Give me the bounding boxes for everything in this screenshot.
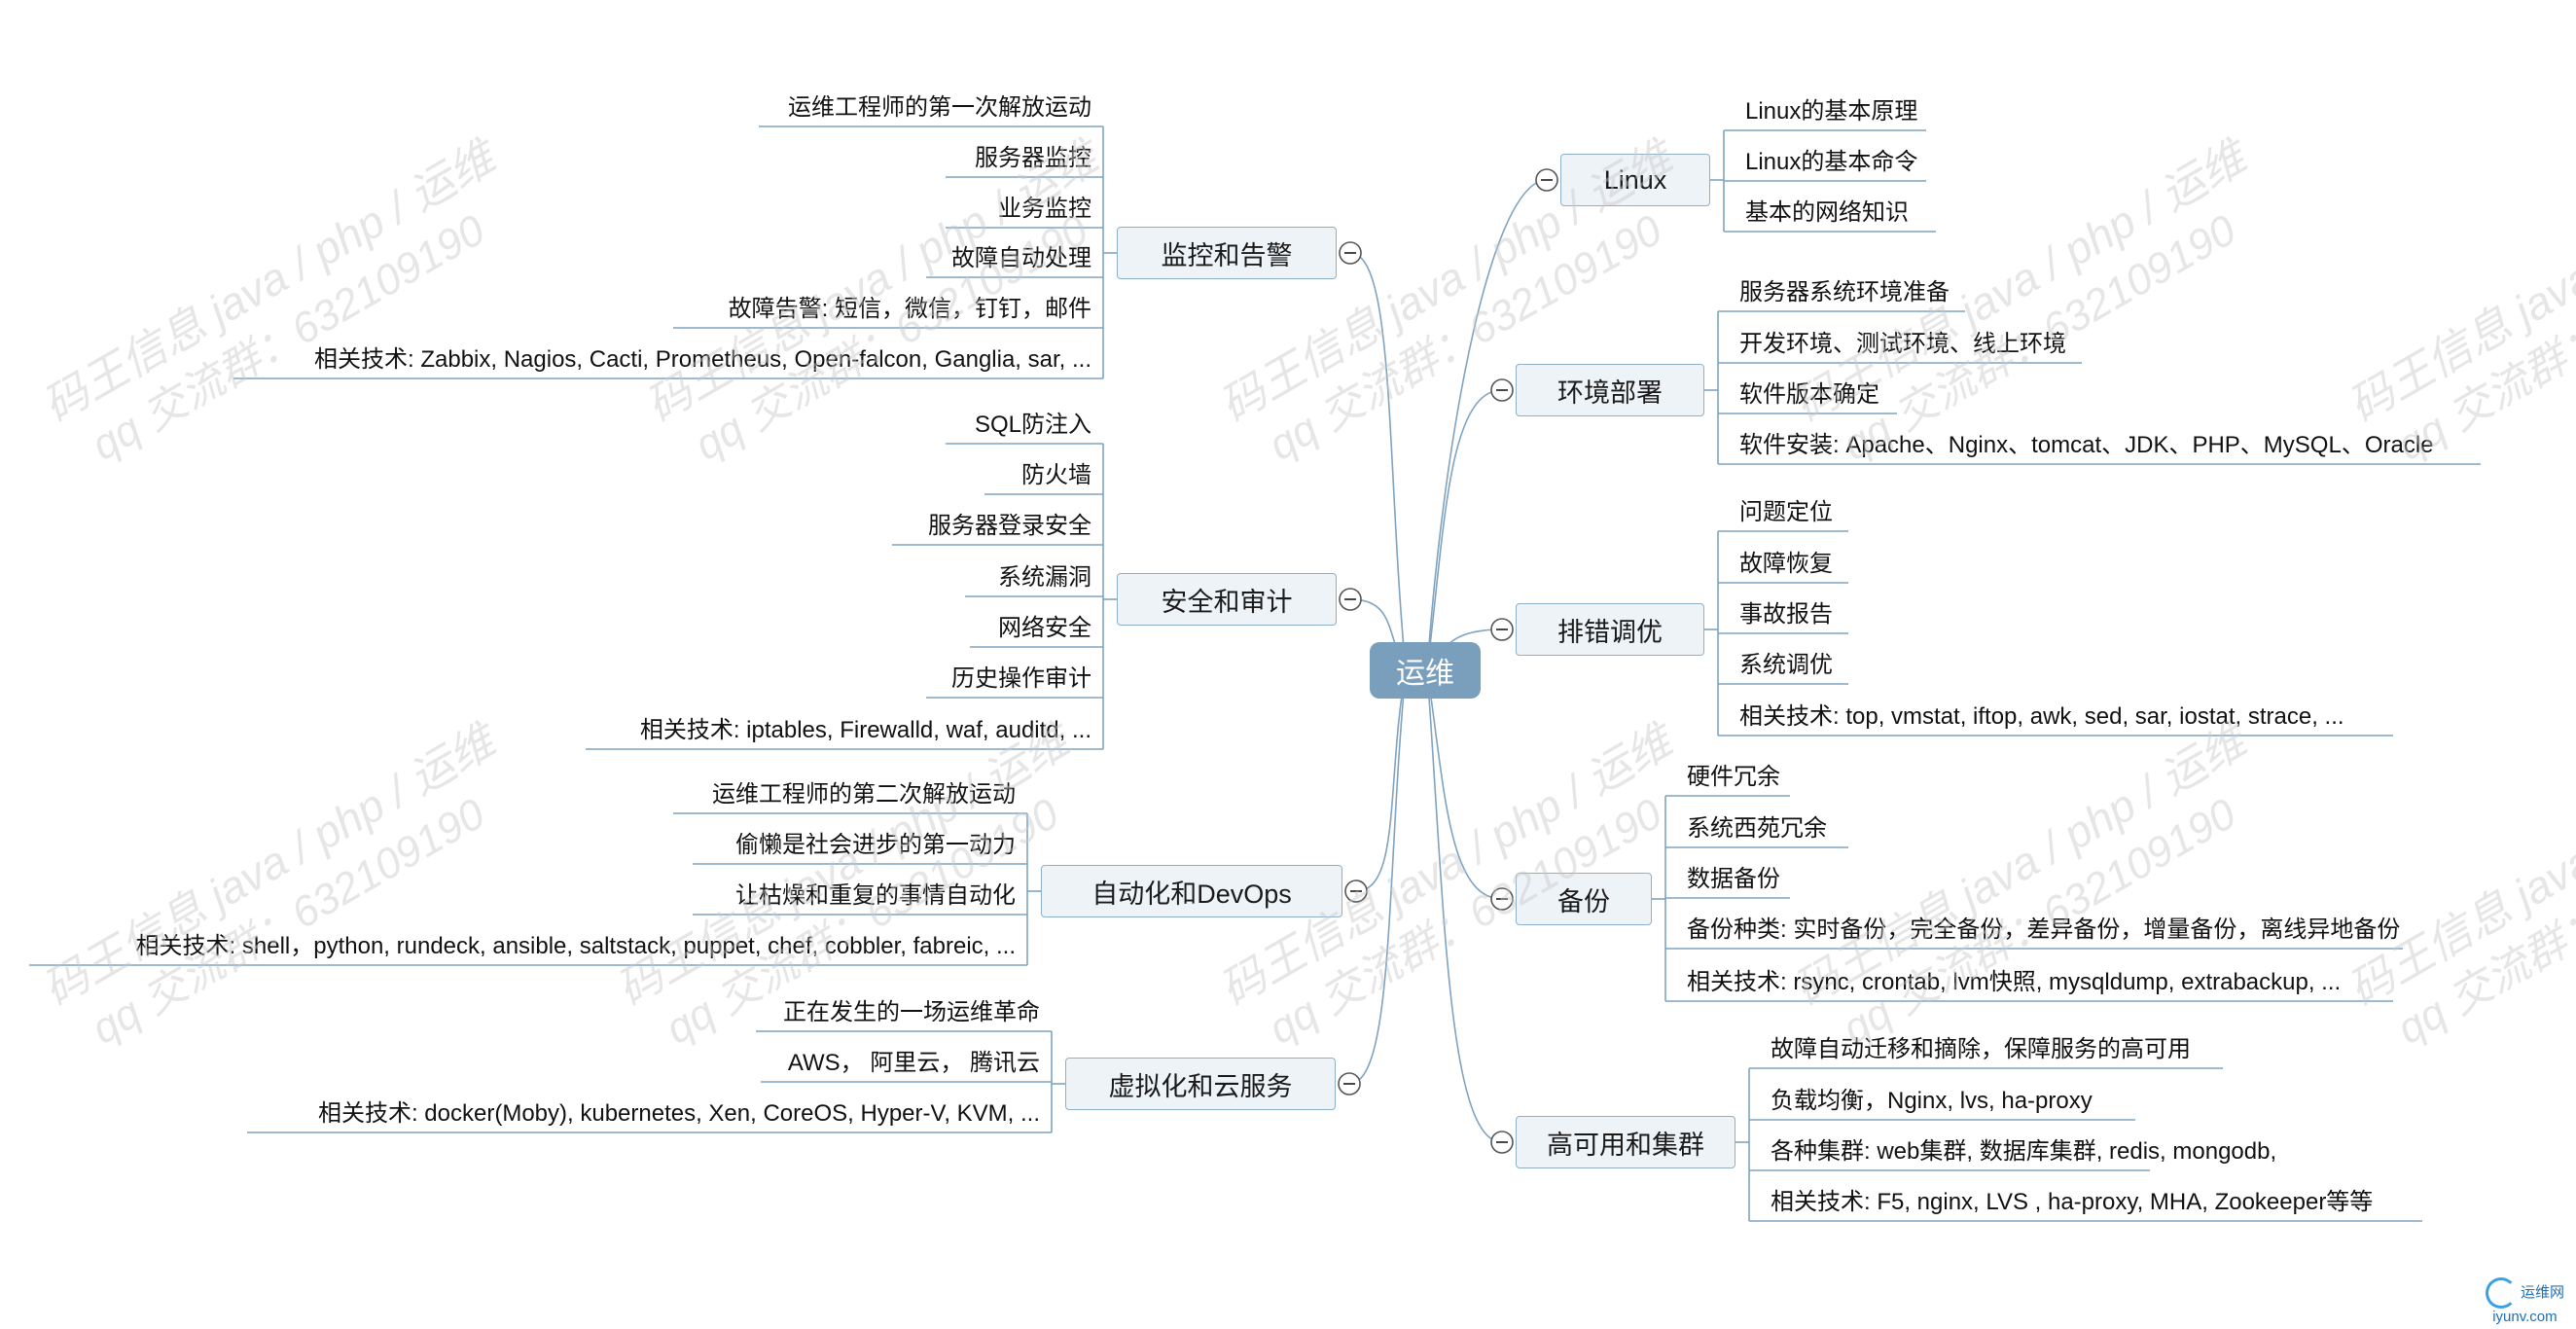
- left-leaf-1-0: SQL防注入: [974, 412, 1091, 438]
- connector-line: [1355, 669, 1407, 892]
- left-leaf-3-0: 正在发生的一场运维革命: [783, 999, 1040, 1025]
- right-leaf-2-2: 事故报告: [1739, 601, 1833, 628]
- branch-node-right-1[interactable]: 环境部署: [1516, 364, 1704, 416]
- left-leaf-0-5: 相关技术: Zabbix, Nagios, Cacti, Prometheus,…: [314, 346, 1091, 373]
- right-leaf-4-2: 各种集群: web集群, 数据库集群, redis, mongodb,: [1771, 1138, 2277, 1165]
- left-leaf-1-4: 网络安全: [998, 615, 1091, 641]
- left-leaf-0-0: 运维工程师的第一次解放运动: [788, 94, 1091, 121]
- left-leaf-1-6: 相关技术: iptables, Firewalld, waf, auditd, …: [639, 717, 1091, 743]
- right-leaf-3-2: 数据备份: [1687, 866, 1780, 892]
- right-leaf-4-0: 故障自动迁移和摘除，保障服务的高可用: [1771, 1036, 2191, 1062]
- right-leaf-0-1: Linux的基本命令: [1745, 149, 1918, 175]
- branch-node-right-4[interactable]: 高可用和集群: [1516, 1116, 1735, 1168]
- left-leaf-2-2: 让枯燥和重复的事情自动化: [735, 882, 1016, 909]
- left-leaf-1-3: 系统漏洞: [998, 564, 1091, 591]
- connector-line: [1348, 669, 1407, 1085]
- branch-node-0[interactable]: 监控和告警: [1117, 227, 1337, 279]
- right-leaf-2-3: 系统调优: [1739, 652, 1833, 678]
- site-logo: 运维网 iyunv.com: [2485, 1277, 2564, 1325]
- right-leaf-2-1: 故障恢复: [1739, 551, 1833, 577]
- connector-line: [1426, 389, 1503, 671]
- right-leaf-3-4: 相关技术: rsync, crontab, lvm快照, mysqldump, …: [1687, 969, 2342, 995]
- right-leaf-4-1: 负载均衡，Nginx, lvs, ha-proxy: [1771, 1088, 2093, 1114]
- right-leaf-2-0: 问题定位: [1739, 499, 1833, 525]
- left-leaf-2-1: 偷懒是社会进步的第一动力: [735, 832, 1016, 858]
- logo-text-cn: 运维网: [2520, 1283, 2564, 1301]
- connector-line: [1349, 252, 1407, 671]
- right-leaf-3-1: 系统西苑冗余: [1687, 815, 1827, 842]
- left-leaf-0-3: 故障自动处理: [951, 245, 1091, 271]
- left-leaf-1-1: 防火墙: [1021, 462, 1091, 488]
- branch-node-2[interactable]: 自动化和DevOps: [1041, 865, 1342, 917]
- left-leaf-2-0: 运维工程师的第二次解放运动: [712, 781, 1016, 808]
- right-leaf-1-0: 服务器系统环境准备: [1739, 279, 1950, 305]
- connector-line: [1426, 669, 1503, 900]
- branch-node-3[interactable]: 虚拟化和云服务: [1065, 1058, 1336, 1110]
- right-leaf-0-2: 基本的网络知识: [1745, 199, 1909, 226]
- branch-node-right-0[interactable]: Linux: [1560, 154, 1710, 206]
- left-leaf-1-5: 历史操作审计: [951, 665, 1091, 692]
- left-leaf-3-1: AWS， 阿里云， 腾讯云: [787, 1050, 1040, 1076]
- left-leaf-0-4: 故障告警: 短信，微信，钉钉，邮件: [728, 296, 1091, 322]
- left-leaf-3-2: 相关技术: docker(Moby), kubernetes, Xen, Cor…: [317, 1100, 1040, 1127]
- right-leaf-1-3: 软件安装: Apache、Nginx、tomcat、JDK、PHP、MySQL、…: [1739, 432, 2434, 458]
- right-leaf-4-3: 相关技术: F5, nginx, LVS , ha-proxy, MHA, Zo…: [1771, 1189, 2374, 1215]
- right-leaf-2-4: 相关技术: top, vmstat, iftop, awk, sed, sar,…: [1739, 703, 2344, 730]
- center-node[interactable]: 运维: [1370, 642, 1481, 699]
- logo-text-domain: iyunv.com: [2492, 1309, 2558, 1325]
- left-leaf-2-3: 相关技术: shell，python, rundeck, ansible, sa…: [135, 933, 1016, 959]
- branch-node-1[interactable]: 安全和审计: [1117, 573, 1337, 626]
- right-leaf-3-0: 硬件冗余: [1687, 764, 1780, 790]
- right-leaf-0-0: Linux的基本原理: [1745, 98, 1918, 125]
- left-leaf-0-2: 业务监控: [998, 196, 1091, 222]
- right-leaf-1-1: 开发环境、测试环境、线上环境: [1739, 331, 2066, 357]
- connector-line: [1426, 669, 1503, 1143]
- right-leaf-3-3: 备份种类: 实时备份，完全备份，差异备份，增量备份，离线异地备份: [1687, 916, 2401, 943]
- left-leaf-0-1: 服务器监控: [975, 145, 1091, 171]
- branch-node-right-3[interactable]: 备份: [1516, 873, 1652, 925]
- left-leaf-1-2: 服务器登录安全: [928, 513, 1091, 539]
- connector-line: [1426, 179, 1548, 671]
- branch-node-right-2[interactable]: 排错调优: [1516, 603, 1704, 656]
- right-leaf-1-2: 软件版本确定: [1739, 381, 1879, 408]
- logo-ring-icon: [2485, 1277, 2517, 1309]
